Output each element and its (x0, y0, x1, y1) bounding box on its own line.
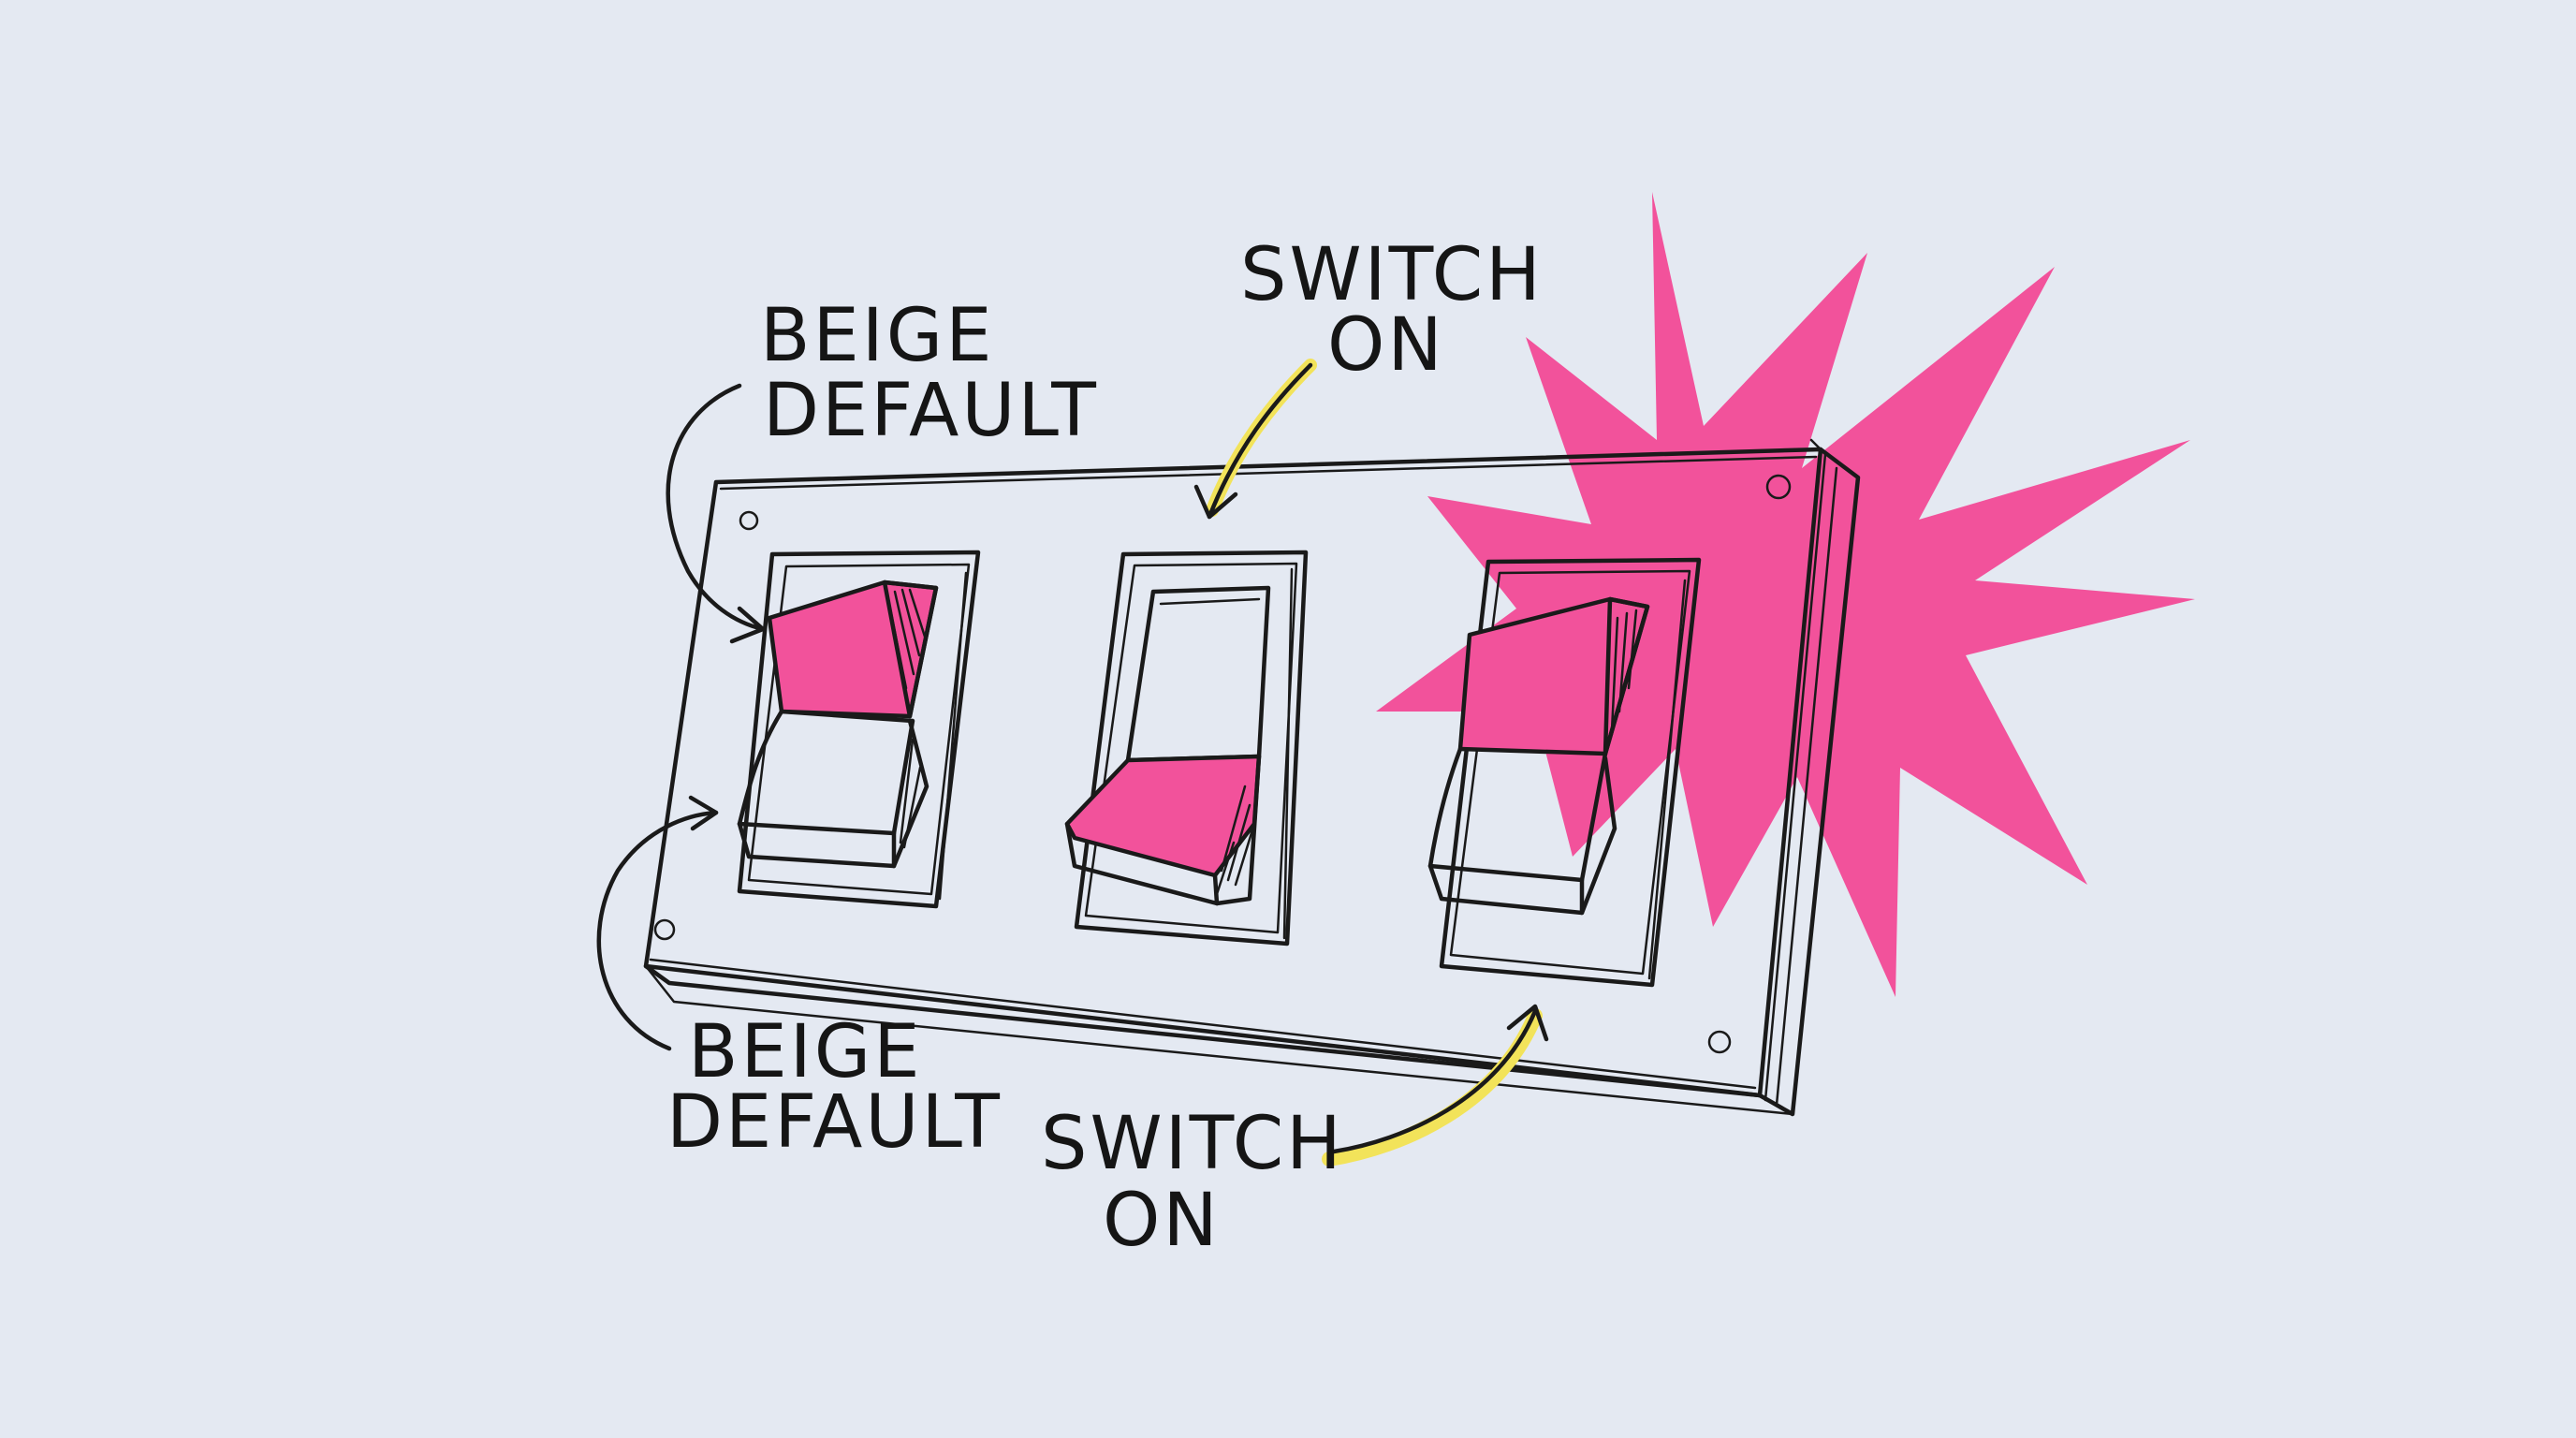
pink-starburst (1376, 192, 2195, 997)
switch-left (737, 550, 981, 909)
label-bottom-left-line1: BEIGE (688, 1010, 923, 1094)
label-bottom-center-line2: ON (1103, 1179, 1221, 1263)
label-top-left-line1: BEIGE (760, 294, 995, 378)
switch-right (1427, 557, 1702, 988)
screw-hole-bottom-right (1707, 1030, 1732, 1054)
label-top-center-line2: ON (1327, 303, 1445, 388)
screw-hole-bottom-left (653, 918, 676, 941)
switch-plate (643, 438, 1861, 1117)
screw-hole-top-left (739, 510, 759, 531)
arrow-bottom-left (596, 795, 719, 1051)
label-bottom-left-line2: DEFAULT (666, 1080, 1003, 1165)
screw-hole-top-right (1765, 474, 1792, 500)
switch-middle (1064, 550, 1309, 946)
label-top-center-line1: SWITCH (1240, 233, 1544, 317)
label-bottom-center-line1: SWITCH (1041, 1102, 1344, 1186)
arrow-bottom-center (1322, 1004, 1549, 1167)
arrow-top-center (1193, 359, 1317, 520)
arrow-top-left (666, 383, 766, 644)
label-top-left-line2: DEFAULT (763, 369, 1099, 453)
rocker-top-pink (767, 580, 939, 719)
